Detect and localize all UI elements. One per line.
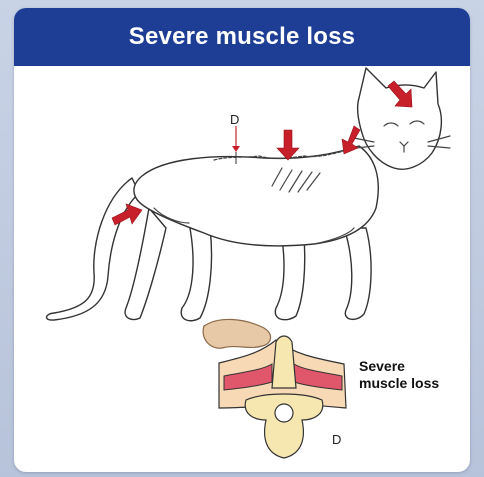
diagram-card: Severe muscle loss bbox=[14, 8, 470, 472]
diagram-illustration bbox=[14, 8, 470, 472]
arrow-icon bbox=[277, 130, 299, 160]
cat-illustration bbox=[47, 68, 442, 321]
spine-cross-section bbox=[203, 319, 346, 458]
caption-line-1: Severe bbox=[359, 358, 459, 375]
hand-icon bbox=[203, 319, 270, 348]
cross-section-caption: Severe muscle loss bbox=[359, 358, 459, 392]
dorsal-label-bottom: D bbox=[332, 432, 341, 447]
caption-line-2: muscle loss bbox=[359, 375, 459, 392]
dorsal-label-top: D bbox=[230, 112, 239, 127]
